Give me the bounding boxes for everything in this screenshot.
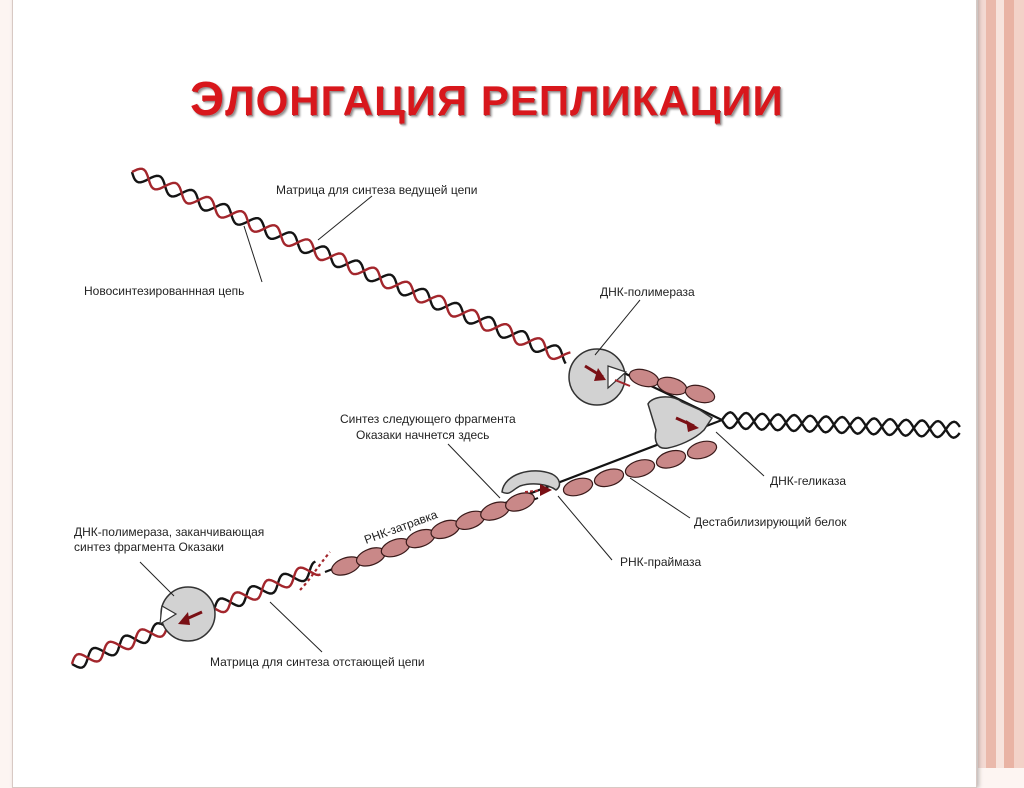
ssb-protein bbox=[593, 468, 625, 488]
ssb-protein bbox=[505, 492, 535, 512]
border-stripe bbox=[1004, 0, 1014, 768]
leader-lines bbox=[139, 195, 765, 653]
ssb-protein bbox=[624, 459, 656, 478]
border-stripe bbox=[1014, 0, 1024, 768]
arrow-head-icon bbox=[178, 612, 190, 625]
rna-primer-dotted bbox=[299, 551, 331, 591]
label-dna-polymerase: ДНК-полимераза bbox=[600, 285, 695, 299]
parental-dna-helix bbox=[720, 411, 961, 439]
arrow-head-icon bbox=[540, 484, 552, 496]
border-stripe bbox=[996, 0, 1004, 768]
dna-helicase bbox=[647, 396, 714, 449]
ssb-protein bbox=[656, 376, 688, 396]
slide-card bbox=[12, 0, 977, 788]
leading-strand-helix bbox=[131, 167, 571, 361]
label-polymerase-finishing-line1: ДНК-полимераза, заканчивающая bbox=[74, 525, 264, 539]
label-lagging-template: Матрица для синтеза отстающей цепи bbox=[210, 655, 425, 669]
dna-polymerase-leading bbox=[568, 348, 631, 406]
replication-fork-diagram: Матрица для синтеза ведущей цепи Новосин… bbox=[70, 167, 961, 669]
leading-strand-helix bbox=[130, 171, 567, 365]
label-leading-template: Матрица для синтеза ведущей цепи bbox=[276, 183, 477, 197]
dna-polymerase-lagging bbox=[159, 586, 216, 642]
ssb-protein bbox=[655, 449, 687, 469]
label-okazaki-start-line1: Синтез следующего фрагмента bbox=[340, 412, 516, 426]
rna-primase bbox=[501, 470, 561, 496]
label-dna-helicase: ДНК-геликаза bbox=[770, 474, 846, 488]
label-new-strand: Новосинтезированнная цепь bbox=[84, 284, 244, 298]
label-rna-primase: РНК-праймаза bbox=[620, 555, 701, 569]
arrow-head-icon bbox=[594, 368, 606, 381]
slide-background bbox=[12, 0, 977, 788]
arrow-head-icon bbox=[686, 420, 699, 432]
label-ssb-protein: Дестабилизирующий белок bbox=[694, 515, 847, 529]
ssb-protein bbox=[562, 477, 594, 497]
label-polymerase-finishing-line2: синтез фрагмента Оказаки bbox=[74, 540, 224, 554]
border-stripe bbox=[978, 0, 986, 768]
label-okazaki-start-line2: Оказаки начнется здесь bbox=[356, 428, 489, 442]
ssb-protein bbox=[684, 384, 716, 404]
slide-title-first-letter: Э bbox=[190, 73, 226, 126]
parental-dna-helix bbox=[721, 411, 961, 439]
slide-border-stripes bbox=[978, 0, 1024, 768]
ssb-protein bbox=[686, 440, 718, 460]
border-stripe bbox=[986, 0, 996, 768]
ssb-protein bbox=[628, 368, 660, 388]
slide-title: ЭЛОНГАЦИЯ РЕПЛИКАЦИИ bbox=[190, 72, 784, 127]
ssb-proteins bbox=[331, 368, 718, 576]
slide-title-rest: ЛОНГАЦИЯ РЕПЛИКАЦИИ bbox=[225, 77, 784, 124]
